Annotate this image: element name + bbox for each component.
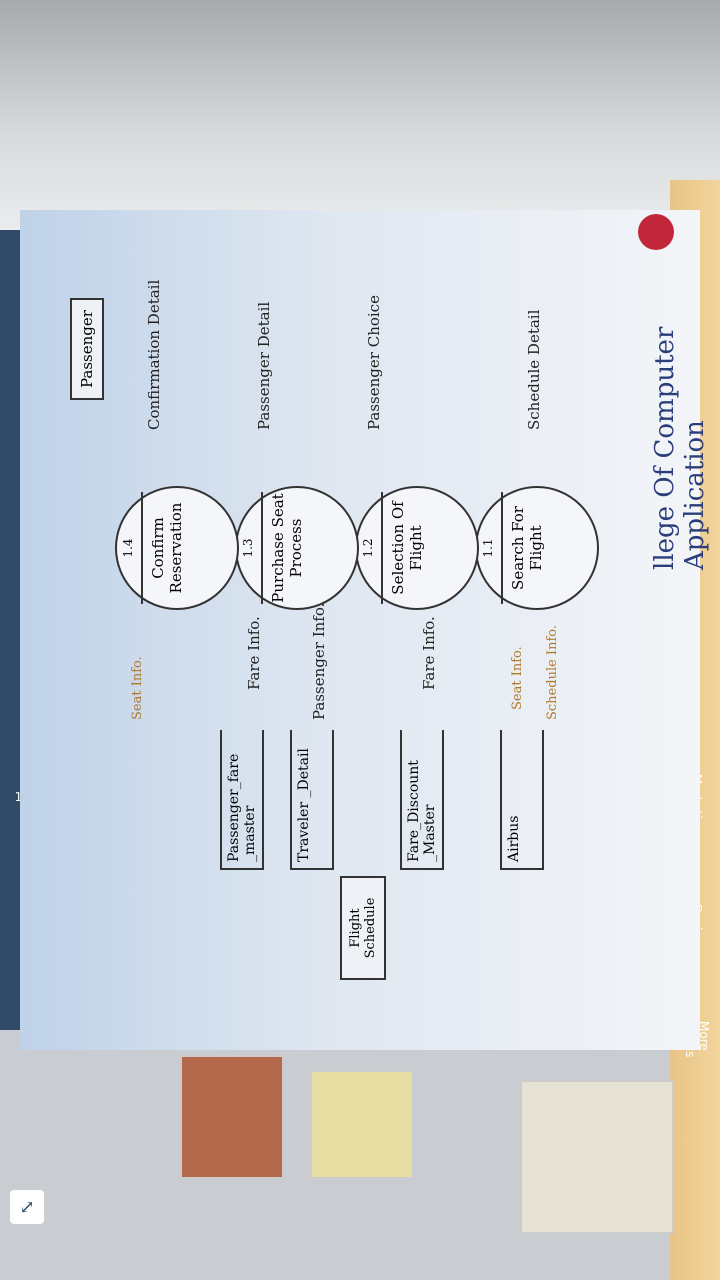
process-1-1: 1.1 Search For Flight [475,486,599,610]
thumbnail-2[interactable] [310,1070,414,1179]
entity-flight-schedule: Flight Schedule [340,876,386,980]
wall-glare [0,0,720,240]
entity-passenger: Passenger [70,298,104,400]
flow-passenger-choice: Passenger Choice [365,295,383,430]
thumbnail-3[interactable] [520,1080,674,1234]
flow-passenger-info: Passenger Info. [310,602,328,720]
store-passenger-fare-master: Passenger_fare _master [220,730,264,870]
process-1-3: 1.3 Purchase Seat Process [235,486,359,610]
thumbnail-1[interactable] [180,1055,284,1179]
flow-schedule-detail: Schedule Detail [525,309,543,430]
flow-seat-info-bottom: Seat Info. [130,656,145,720]
fullscreen-button[interactable]: ⤢ [10,1190,44,1224]
flow-fare-info-13: Fare Info. [245,616,263,690]
flow-fare-info-12: Fare Info. [420,616,438,690]
flow-seat-info-top: Seat Info. [510,646,525,710]
flow-confirmation-detail: Confirmation Detail [145,279,163,430]
slide-footer-title: llege Of Computer Application [650,326,710,570]
store-traveler-detail: Traveler _Detail [290,730,334,870]
process-1-2: 1.2 Selection Of Flight [355,486,479,610]
flow-passenger-detail: Passenger Detail [255,301,273,430]
process-1-4: 1.4 Confirm Reservation [115,486,239,610]
store-airbus: Airbus [500,730,544,870]
slide: Passenger Flight Schedule 1.1 Search For… [20,210,710,1050]
flow-schedule-info: Schedule Info. [545,625,560,720]
store-fare-discount-master: Fare_Discount _Master [400,730,444,870]
college-logo [638,214,674,250]
